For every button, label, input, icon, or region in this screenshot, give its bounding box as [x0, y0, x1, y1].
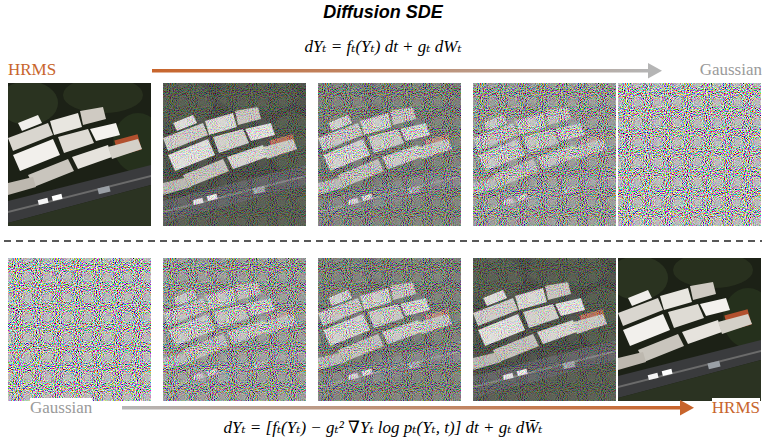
image-tile [618, 258, 761, 401]
image-tile [318, 258, 461, 401]
equation: dYₜ = [fₜ(Yₜ) − gₜ² ∇Yₜ log pₜ(Yₜ, t)] d… [223, 418, 542, 438]
image-tile [163, 258, 306, 401]
endpoint-label: HRMS [712, 398, 760, 418]
image-tile [618, 83, 761, 226]
image-tile [163, 83, 306, 226]
diagram-title: Diffusion SDE [323, 2, 443, 23]
image-tile [8, 258, 151, 401]
forward-arrow [152, 69, 650, 73]
arrow-head [648, 63, 662, 79]
endpoint-label: HRMS [8, 60, 56, 80]
image-tile [318, 83, 461, 226]
dashed-separator [4, 240, 762, 242]
image-tile [473, 83, 616, 226]
arrow-head [680, 400, 694, 416]
equation: dYₜ = fₜ(Yₜ) dt + gₜ dWₜ [304, 37, 461, 57]
image-tile [473, 258, 616, 401]
endpoint-label: Gaussian [30, 398, 92, 418]
image-tile [8, 83, 151, 226]
reverse-arrow [122, 406, 682, 410]
endpoint-label: Gaussian [700, 60, 762, 80]
